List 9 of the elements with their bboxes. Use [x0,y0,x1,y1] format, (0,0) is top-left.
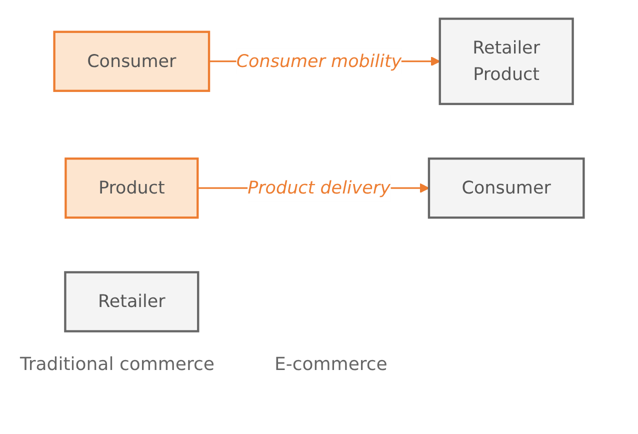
node-box: Product [64,158,199,219]
edge-label: Product delivery [248,177,390,198]
caption-text: Traditional commerce [20,354,214,375]
edge-label: Consumer mobility [236,50,402,72]
node-box: Consumer [53,30,210,92]
node-box: Consumer [428,158,585,219]
node-box: Retailer Product [438,18,574,106]
caption-text: E-commerce [274,354,388,375]
node-box: Retailer [64,271,200,332]
